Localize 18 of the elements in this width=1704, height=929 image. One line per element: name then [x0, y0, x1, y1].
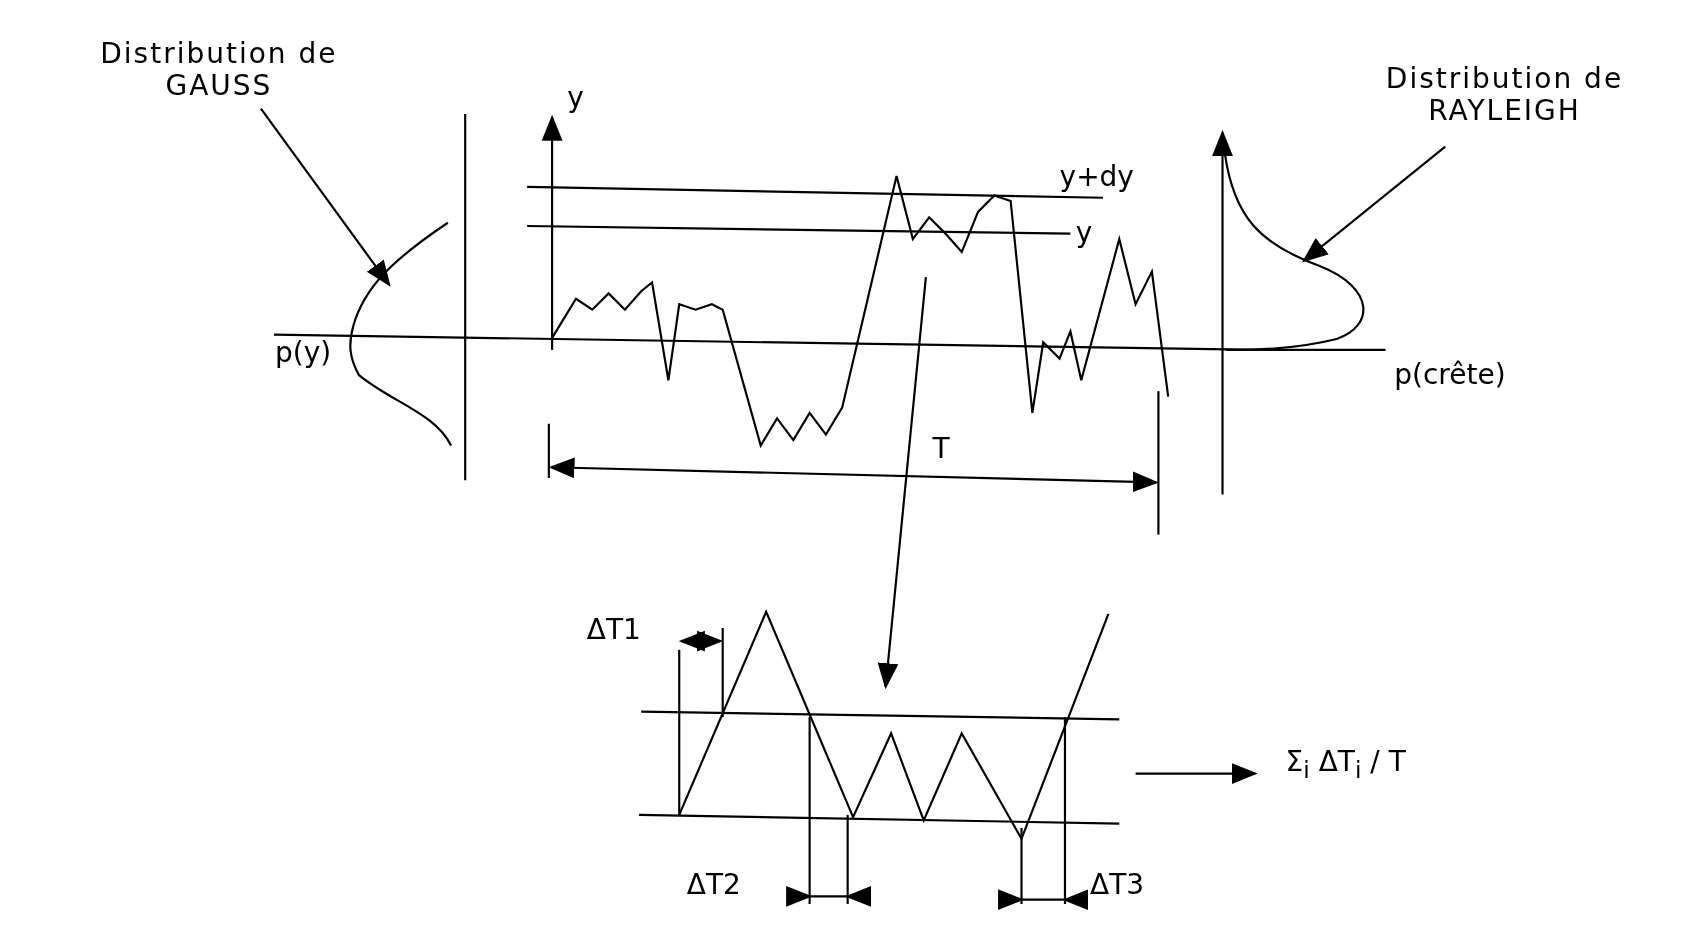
dimension-label: T	[932, 432, 950, 465]
dimension-label: ΔT3	[1090, 869, 1145, 902]
leader-line	[260, 108, 391, 287]
formula: Σ$_{i}$ ΔT$_{i}$ / T	[1285, 745, 1406, 783]
axis-label: p(crête)	[1394, 358, 1506, 391]
leader-line	[1302, 145, 1446, 263]
arrow	[877, 276, 927, 690]
axis-label: y	[567, 81, 584, 114]
dimension-label: ΔT1	[586, 614, 641, 647]
detail-waveform	[678, 608, 1110, 842]
callout-label: Distribution de RAYLEIGH	[1334, 63, 1675, 128]
gauss-curve	[349, 221, 452, 447]
dimension-label: ΔT2	[686, 869, 741, 902]
level-label: y	[1075, 217, 1093, 250]
callout-label: Distribution de GAUSS	[48, 38, 389, 103]
level-label: y+dy	[1059, 160, 1134, 193]
arrow	[1135, 763, 1258, 785]
axis-label: p(y)	[274, 336, 332, 370]
